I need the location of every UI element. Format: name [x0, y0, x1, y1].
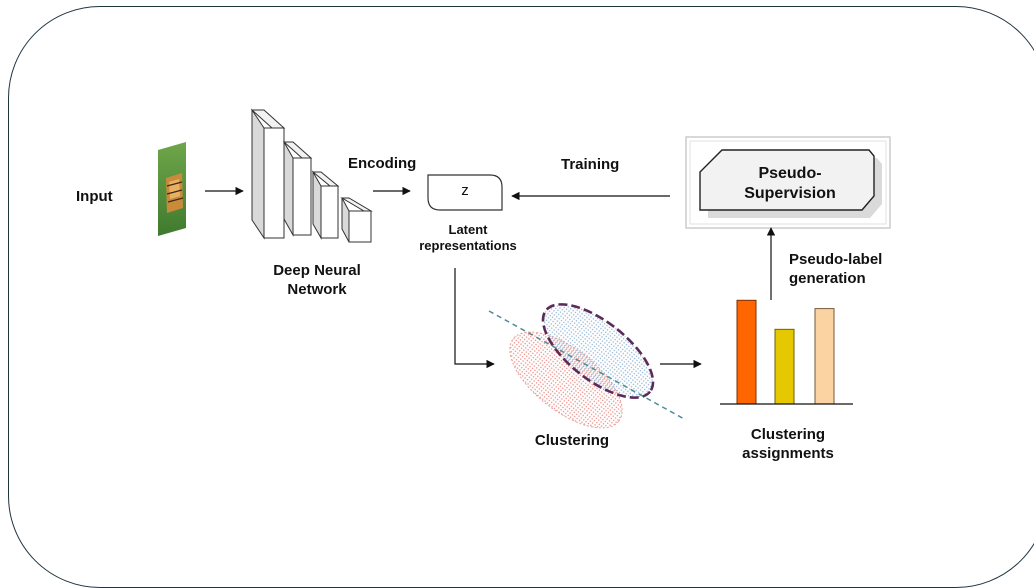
dnn-blocks	[250, 108, 373, 243]
assignment-bar-2	[774, 328, 795, 405]
clustering-label: Clustering	[534, 432, 610, 449]
assignment-bar-1	[736, 299, 757, 405]
pseudo-supervision-box	[699, 149, 875, 211]
latent-z: z	[461, 182, 469, 199]
cluster-blue	[541, 303, 655, 399]
tiger-photo-icon	[158, 142, 186, 236]
clustering-assignments-label: Clustering assignments	[742, 426, 834, 462]
pseudo-supervision-label: Pseudo- Supervision	[744, 165, 836, 202]
dnn-label: Deep Neural Network	[273, 262, 361, 298]
latent-box	[427, 174, 503, 211]
assignment-bar-3	[814, 308, 835, 405]
latent-to-clustering-arrow	[454, 268, 495, 369]
latent-label: Latent representations	[419, 222, 517, 254]
input-label: Input	[76, 188, 113, 205]
assignments-bar-chart	[736, 299, 835, 405]
cluster-red	[509, 331, 623, 429]
pseudo-label-generation-label: Pseudo-label generation	[789, 251, 883, 287]
encoding-label: Encoding	[348, 155, 417, 172]
training-label: Training	[561, 156, 620, 173]
clustering-visual	[488, 303, 687, 429]
cluster-separator	[488, 310, 687, 421]
